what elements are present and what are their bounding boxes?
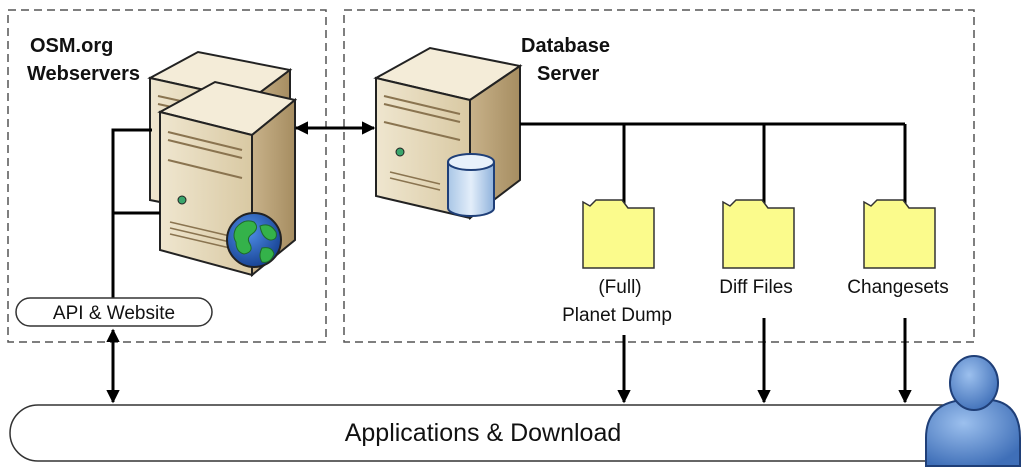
server-icon (373, 46, 523, 221)
database-group-box (343, 9, 975, 343)
database-title-line1: Database (521, 35, 610, 57)
webserver-connector (111, 128, 160, 298)
webservers-title-line2: Webservers (27, 63, 140, 85)
applications-label: Applications & Download (345, 419, 622, 447)
database-cylinder-icon (447, 153, 495, 217)
planet-dump-label-line1: (Full) (598, 277, 641, 298)
server-icon (157, 80, 298, 278)
globe-icon (226, 212, 282, 268)
webservers-title-line1: OSM.org (30, 35, 113, 57)
api-website-label: API & Website (53, 303, 175, 324)
database-bus (520, 122, 907, 205)
planet-dump-label-line2: Planet Dump (562, 305, 672, 326)
folder-icon (722, 199, 795, 269)
folder-icon (582, 199, 655, 269)
database-title-line2: Server (537, 63, 599, 85)
webservers-group-box (7, 9, 327, 343)
changesets-label: Changesets (847, 277, 948, 298)
diff-files-label: Diff Files (719, 277, 793, 298)
api-website-pill (15, 297, 213, 327)
user-icon (925, 355, 1021, 467)
folder-icon (863, 199, 936, 269)
